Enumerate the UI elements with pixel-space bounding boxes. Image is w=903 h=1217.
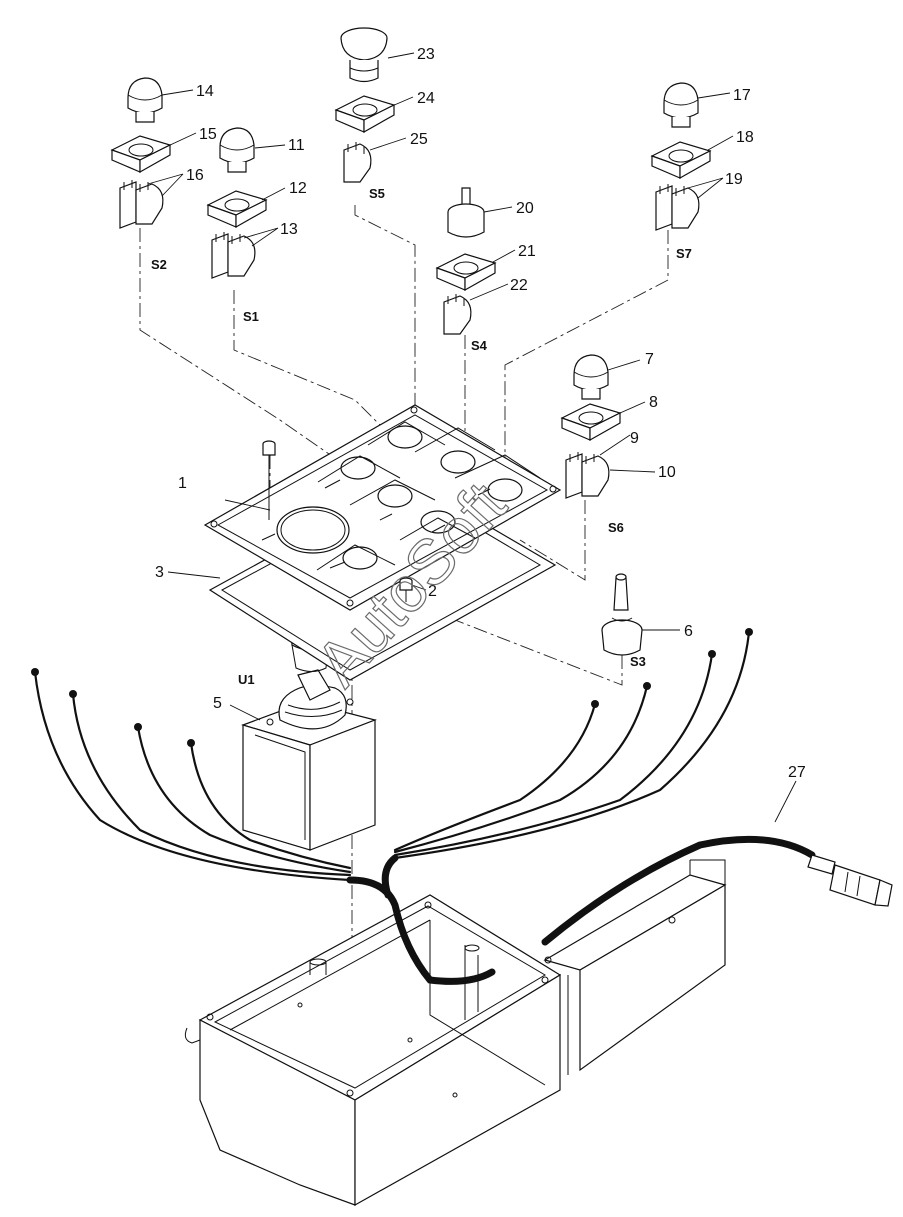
ref-s2: S2 <box>151 257 167 272</box>
switch-adapter-15 <box>110 135 172 174</box>
cable-connector-27 <box>807 854 893 907</box>
control-box-housing <box>184 894 562 1207</box>
callout-9: 9 <box>630 430 639 447</box>
contact-blocks-9-10 <box>565 452 610 499</box>
selector-knob-14 <box>127 77 163 123</box>
contact-blocks-13 <box>211 232 256 279</box>
selector-knob-7 <box>573 354 609 400</box>
mounting-arm <box>543 859 727 1075</box>
callout-25: 25 <box>410 131 428 148</box>
callout-12: 12 <box>289 180 307 197</box>
callout-11: 11 <box>288 137 305 154</box>
callout-3: 3 <box>155 564 164 581</box>
callout-22: 22 <box>510 277 528 294</box>
callout-17: 17 <box>733 87 751 104</box>
switch-adapter-18 <box>650 141 712 180</box>
ref-s3: S3 <box>630 654 646 669</box>
ref-s5: S5 <box>369 186 385 201</box>
key-switch-20 <box>447 187 485 238</box>
callout-24: 24 <box>417 90 435 107</box>
callout-2: 2 <box>428 583 437 600</box>
screw-right <box>399 577 413 602</box>
callout-27: 27 <box>788 764 806 781</box>
wiring-harness <box>31 628 816 985</box>
callout-19: 19 <box>725 171 743 188</box>
callout-5: 5 <box>213 695 222 712</box>
callout-16: 16 <box>186 167 204 184</box>
contact-blocks-16 <box>119 180 164 229</box>
callout-23: 23 <box>417 46 435 63</box>
emergency-stop-button-23 <box>340 27 388 83</box>
selector-knob-11 <box>219 127 255 173</box>
ref-s7: S7 <box>676 246 692 261</box>
callout-labels: 1 2 3 5 6 7 8 9 10 11 12 13 14 15 16 17 … <box>155 46 806 781</box>
reference-labels: S1 S2 S3 S4 S5 S6 S7 U1 <box>151 186 692 687</box>
switch-adapter-24 <box>334 95 396 134</box>
callout-6: 6 <box>684 623 693 640</box>
callout-1: 1 <box>178 475 187 492</box>
callout-21: 21 <box>518 243 536 260</box>
callout-8: 8 <box>649 394 658 411</box>
ref-s1: S1 <box>243 309 259 324</box>
callout-20: 20 <box>516 200 534 217</box>
contact-block-25 <box>343 142 372 183</box>
contact-block-22 <box>443 294 472 335</box>
ref-u1: U1 <box>238 672 255 687</box>
callout-18: 18 <box>736 129 754 146</box>
switch-adapter-12 <box>206 190 268 229</box>
cover-plate <box>203 404 562 611</box>
callout-13: 13 <box>280 221 298 238</box>
callout-14: 14 <box>196 83 214 100</box>
mini-joystick-6 <box>601 573 643 656</box>
screw-left <box>262 440 276 520</box>
callout-10: 10 <box>658 464 676 481</box>
callout-15: 15 <box>199 126 217 143</box>
leader-lines <box>147 52 797 823</box>
ref-s4: S4 <box>471 338 488 353</box>
switch-adapter-8 <box>560 403 622 442</box>
contact-blocks-19 <box>655 184 700 231</box>
callout-7: 7 <box>645 351 654 368</box>
selector-knob-17 <box>663 82 699 128</box>
ref-s6: S6 <box>608 520 624 535</box>
switch-adapter-21 <box>435 253 497 292</box>
